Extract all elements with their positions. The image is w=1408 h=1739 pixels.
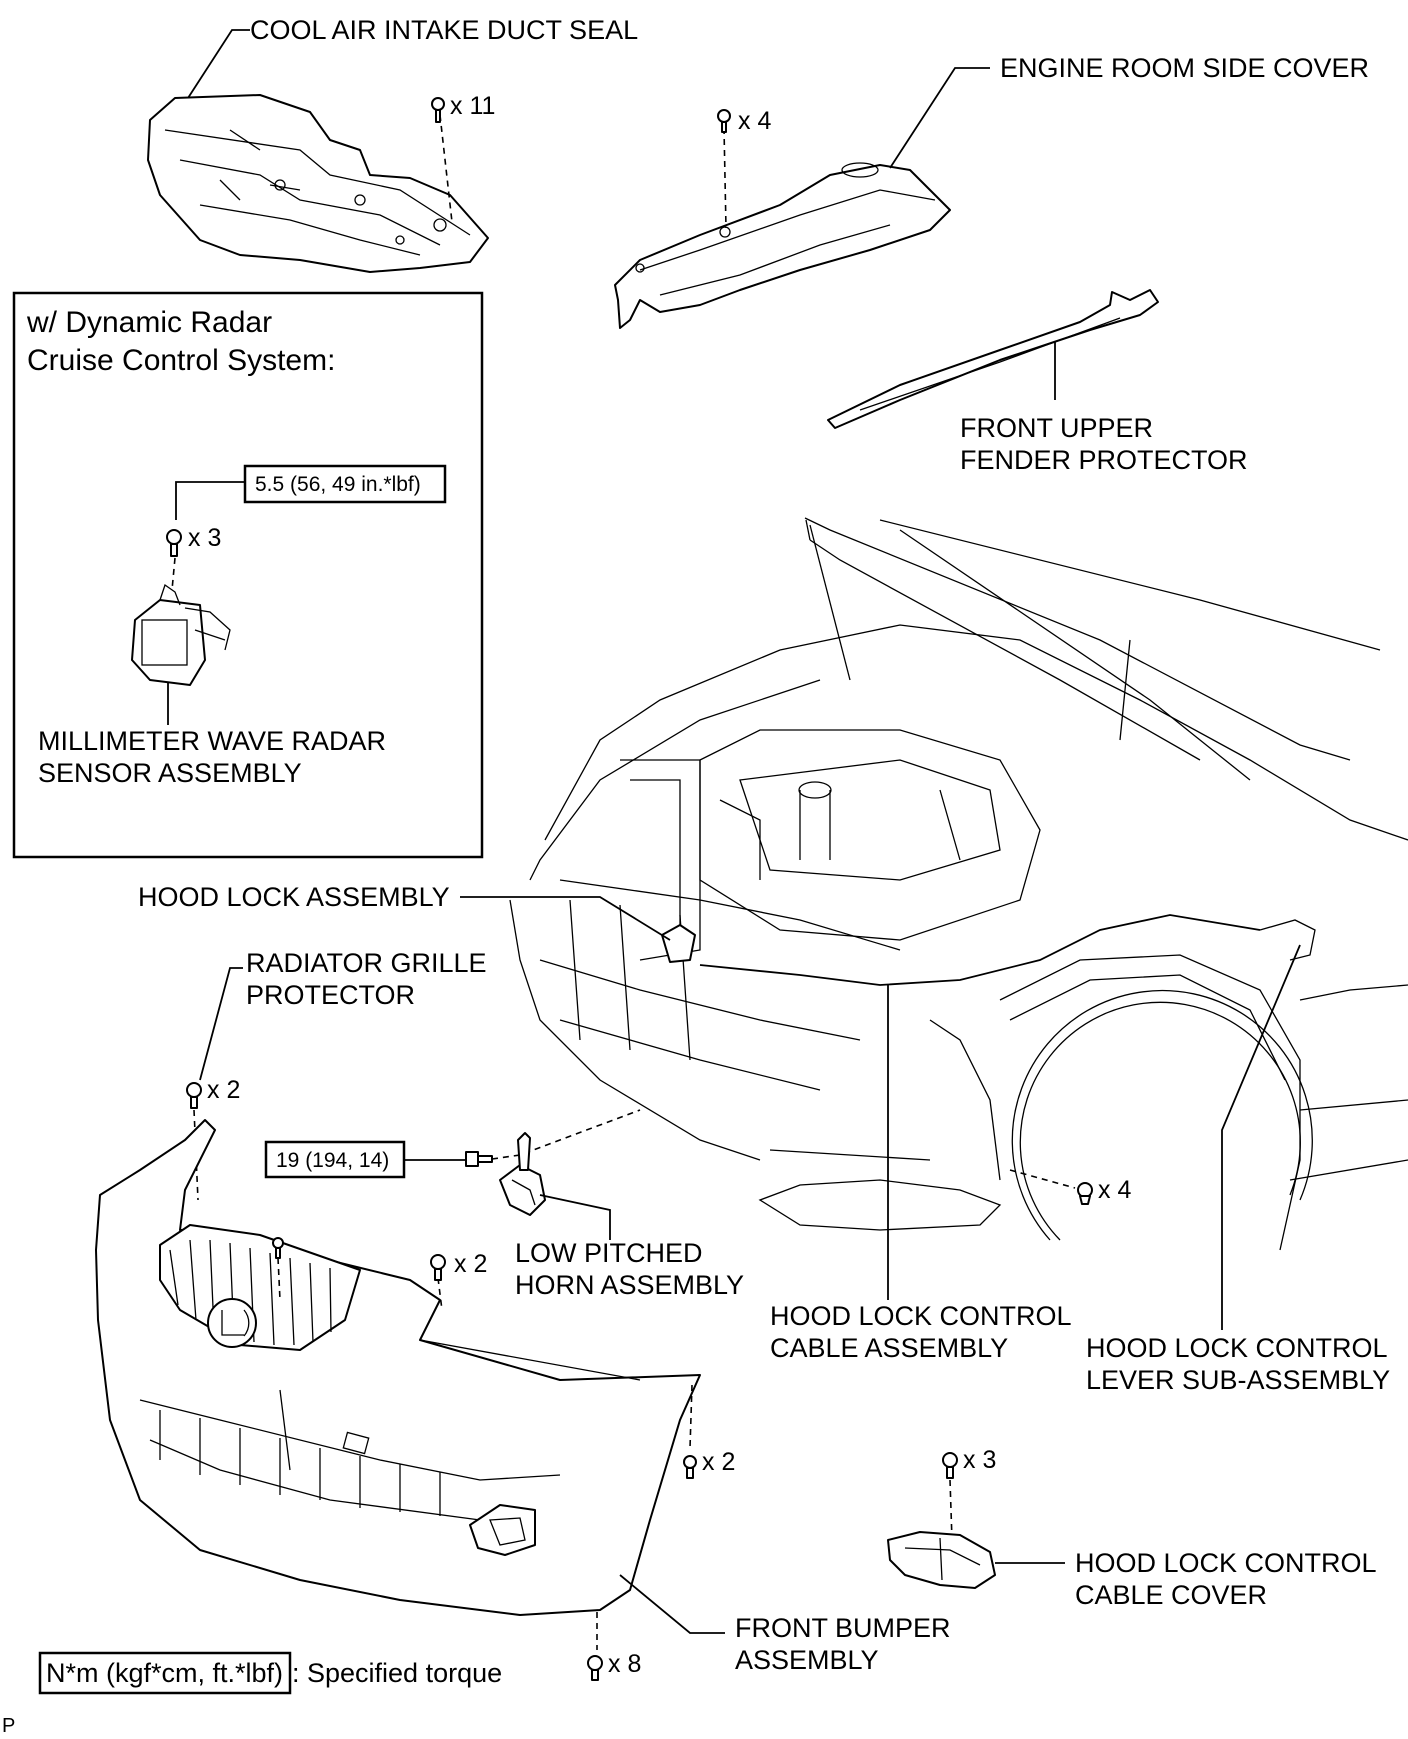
cable-cover-bolt-qty: x 3 bbox=[963, 1446, 996, 1474]
torque-legend-unit: N*m (kgf*cm, ft.*lbf) bbox=[46, 1658, 283, 1688]
cool-air-intake-duct-seal-part bbox=[147, 94, 489, 273]
radar-torque-box bbox=[243, 464, 447, 504]
front-bumper-label-2: ASSEMBLY bbox=[735, 1645, 879, 1675]
torque-legend-box bbox=[38, 1651, 292, 1695]
clip-icon bbox=[942, 1452, 958, 1479]
clip-icon bbox=[186, 1082, 202, 1109]
radar-bolt-qty: x 3 bbox=[188, 524, 221, 552]
radiator-grille-protector-label-2: PROTECTOR bbox=[246, 980, 415, 1010]
hood-lock-control-cable-label-2: CABLE ASSEMBLY bbox=[770, 1333, 1008, 1363]
inset-title-line-1: w/ Dynamic Radar bbox=[26, 306, 272, 339]
engine-room-side-cover-label: ENGINE ROOM SIDE COVER bbox=[1000, 53, 1369, 83]
radar-sensor-label-1: MILLIMETER WAVE RADAR bbox=[38, 726, 386, 756]
leader-line bbox=[187, 29, 250, 99]
screw-icon bbox=[683, 1455, 697, 1479]
front-bumper-label-1: FRONT BUMPER bbox=[735, 1613, 951, 1643]
grille-protector-clip-qty: x 2 bbox=[207, 1076, 240, 1104]
bumper-top-clip-qty: x 2 bbox=[454, 1250, 487, 1278]
screw-icon bbox=[587, 1655, 603, 1681]
bumper-bottom-screw-qty: x 8 bbox=[608, 1650, 641, 1678]
cool-air-intake-duct-seal-label: COOL AIR INTAKE DUCT SEAL bbox=[250, 15, 638, 45]
clip-icon bbox=[430, 1254, 446, 1281]
hood-lock-assembly-part bbox=[661, 924, 696, 963]
bumper-side-screw-qty: x 2 bbox=[702, 1448, 735, 1476]
horn-torque-value: 19 (194, 14) bbox=[276, 1149, 389, 1172]
front-upper-fender-protector-label-2: FENDER PROTECTOR bbox=[960, 445, 1248, 475]
side-cover-clip-qty: x 4 bbox=[738, 107, 771, 135]
hood-lock-control-lever-label-2: LEVER SUB-ASSEMBLY bbox=[1086, 1365, 1390, 1395]
front-upper-fender-protector-part bbox=[827, 289, 1159, 429]
inset-title-line-2: Cruise Control System: bbox=[27, 344, 335, 377]
millimeter-wave-radar-part bbox=[131, 583, 231, 686]
front-bumper-part bbox=[95, 1119, 701, 1616]
bolt-icon bbox=[465, 1151, 493, 1167]
hood-lock-control-cable-label-1: HOOD LOCK CONTROL bbox=[770, 1301, 1072, 1331]
hood-lock-control-cable-cover-part bbox=[887, 1531, 996, 1589]
cable-cover-label-1: HOOD LOCK CONTROL bbox=[1075, 1548, 1377, 1578]
radar-inset-box bbox=[12, 291, 484, 859]
bolt-icon bbox=[166, 529, 182, 557]
low-pitched-horn-part bbox=[499, 1132, 546, 1216]
radar-torque-value: 5.5 (56, 49 in.*lbf) bbox=[255, 473, 421, 496]
engine-room-side-cover-part bbox=[614, 162, 951, 329]
leader-line bbox=[889, 67, 990, 169]
clip-icon bbox=[1077, 1182, 1093, 1205]
clip-icon bbox=[431, 97, 445, 123]
front-upper-fender-protector-label-1: FRONT UPPER bbox=[960, 413, 1153, 443]
clip-icon bbox=[717, 109, 731, 133]
fender-clip-qty: x 4 bbox=[1098, 1176, 1131, 1204]
hood-lock-control-lever-label-1: HOOD LOCK CONTROL bbox=[1086, 1333, 1388, 1363]
hood-lock-assembly-label: HOOD LOCK ASSEMBLY bbox=[138, 882, 450, 912]
footer-code: P bbox=[2, 1715, 15, 1734]
low-pitched-horn-label-2: HORN ASSEMBLY bbox=[515, 1270, 744, 1300]
radar-sensor-label-2: SENSOR ASSEMBLY bbox=[38, 758, 302, 788]
cable-cover-label-2: CABLE COVER bbox=[1075, 1580, 1267, 1610]
torque-legend-description: : Specified torque bbox=[292, 1658, 502, 1688]
duct-seal-clip-qty: x 11 bbox=[450, 92, 495, 120]
clip-icon bbox=[272, 1237, 284, 1259]
vehicle-front-engine-bay bbox=[509, 517, 1408, 1251]
radiator-grille-protector-label-1: RADIATOR GRILLE bbox=[246, 948, 487, 978]
low-pitched-horn-label-1: LOW PITCHED bbox=[515, 1238, 703, 1268]
